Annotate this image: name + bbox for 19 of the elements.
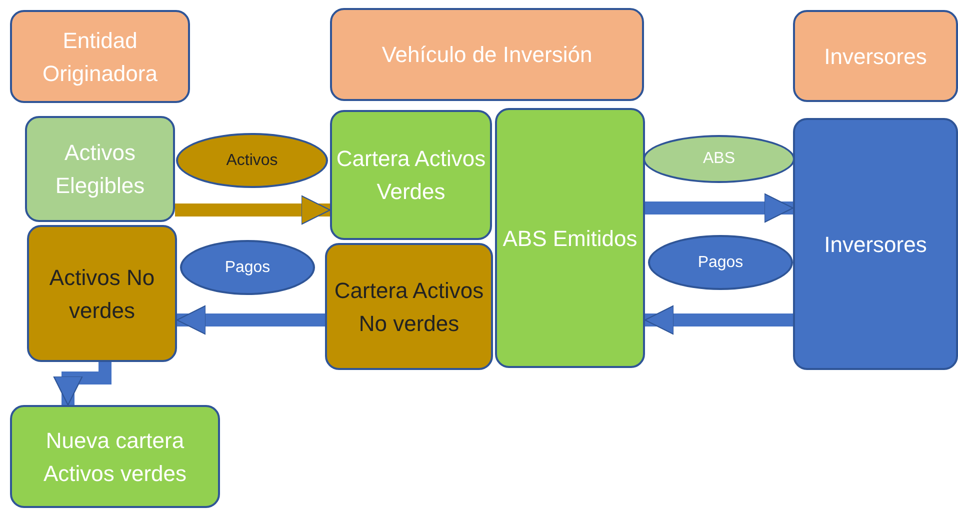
process-box: Inversores [793, 10, 958, 102]
process-box: Cartera Activos Verdes [330, 110, 492, 240]
block-arrow [644, 305, 793, 335]
process-box: Activos No verdes [27, 225, 177, 362]
oval-label: Pagos [648, 235, 793, 290]
process-box: Cartera Activos No verdes [325, 243, 493, 370]
block-arrow [645, 193, 794, 223]
oval-label: ABS [643, 135, 795, 183]
block-arrow [175, 195, 331, 225]
block-arrow [176, 305, 325, 335]
block-arrow [53, 362, 112, 406]
oval-label: Pagos [180, 240, 315, 295]
process-box: Vehículo de Inversión [330, 8, 644, 101]
process-box: Inversores [793, 118, 958, 370]
process-box: Activos Elegibles [25, 116, 175, 222]
oval-label: Activos [176, 133, 328, 188]
process-box: ABS Emitidos [495, 108, 645, 368]
process-box: Entidad Originadora [10, 10, 190, 103]
process-box: Nueva cartera Activos verdes [10, 405, 220, 508]
